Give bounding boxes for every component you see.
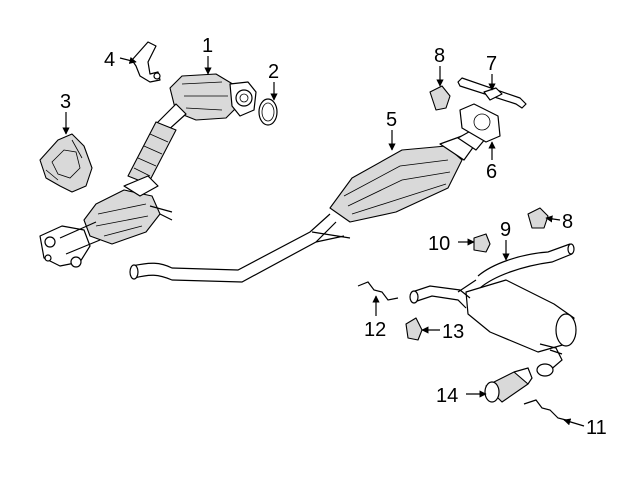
callout-2: 2 xyxy=(268,61,279,83)
catalytic-converter-front-part xyxy=(155,73,257,133)
callout-11: 11 xyxy=(586,417,607,439)
callout-4: 4 xyxy=(104,49,115,71)
resonator-part xyxy=(329,127,487,223)
bracket-part xyxy=(131,41,161,83)
callout-8a: 8 xyxy=(434,45,445,67)
callout-8b: 8 xyxy=(562,211,573,233)
callout-6: 6 xyxy=(486,161,497,183)
callout-9: 9 xyxy=(500,219,511,241)
callout-5: 5 xyxy=(386,109,397,131)
hanger-bracket-part xyxy=(457,77,527,109)
insulator-part-right xyxy=(527,207,549,229)
hanger-part-11 xyxy=(523,399,567,421)
callout-1: 1 xyxy=(202,35,213,57)
callout-13: 13 xyxy=(442,321,464,343)
flange-gasket-part xyxy=(459,103,501,143)
callout-10: 10 xyxy=(428,233,450,255)
catalytic-converter-lower-part xyxy=(39,175,173,268)
insulator-part-10 xyxy=(473,233,491,253)
callout-3: 3 xyxy=(60,91,71,113)
insulator-part-upper xyxy=(429,85,451,111)
callout-7: 7 xyxy=(486,53,497,75)
rear-muffler-part xyxy=(409,279,577,377)
callout-12: 12 xyxy=(364,319,386,341)
callout-14: 14 xyxy=(436,385,458,407)
callout-labels: 1 2 3 4 5 6 7 8 8 9 10 11 12 13 14 xyxy=(60,35,607,439)
intermediate-pipe-part xyxy=(129,213,351,283)
heat-shield-part xyxy=(39,133,93,193)
gasket-ring-part xyxy=(258,98,278,126)
hanger-part-12 xyxy=(357,281,399,301)
leader-lines xyxy=(62,56,585,427)
flex-pipe-part xyxy=(127,121,177,185)
exhaust-tip-part xyxy=(484,367,533,403)
insulator-part-13 xyxy=(405,317,423,341)
